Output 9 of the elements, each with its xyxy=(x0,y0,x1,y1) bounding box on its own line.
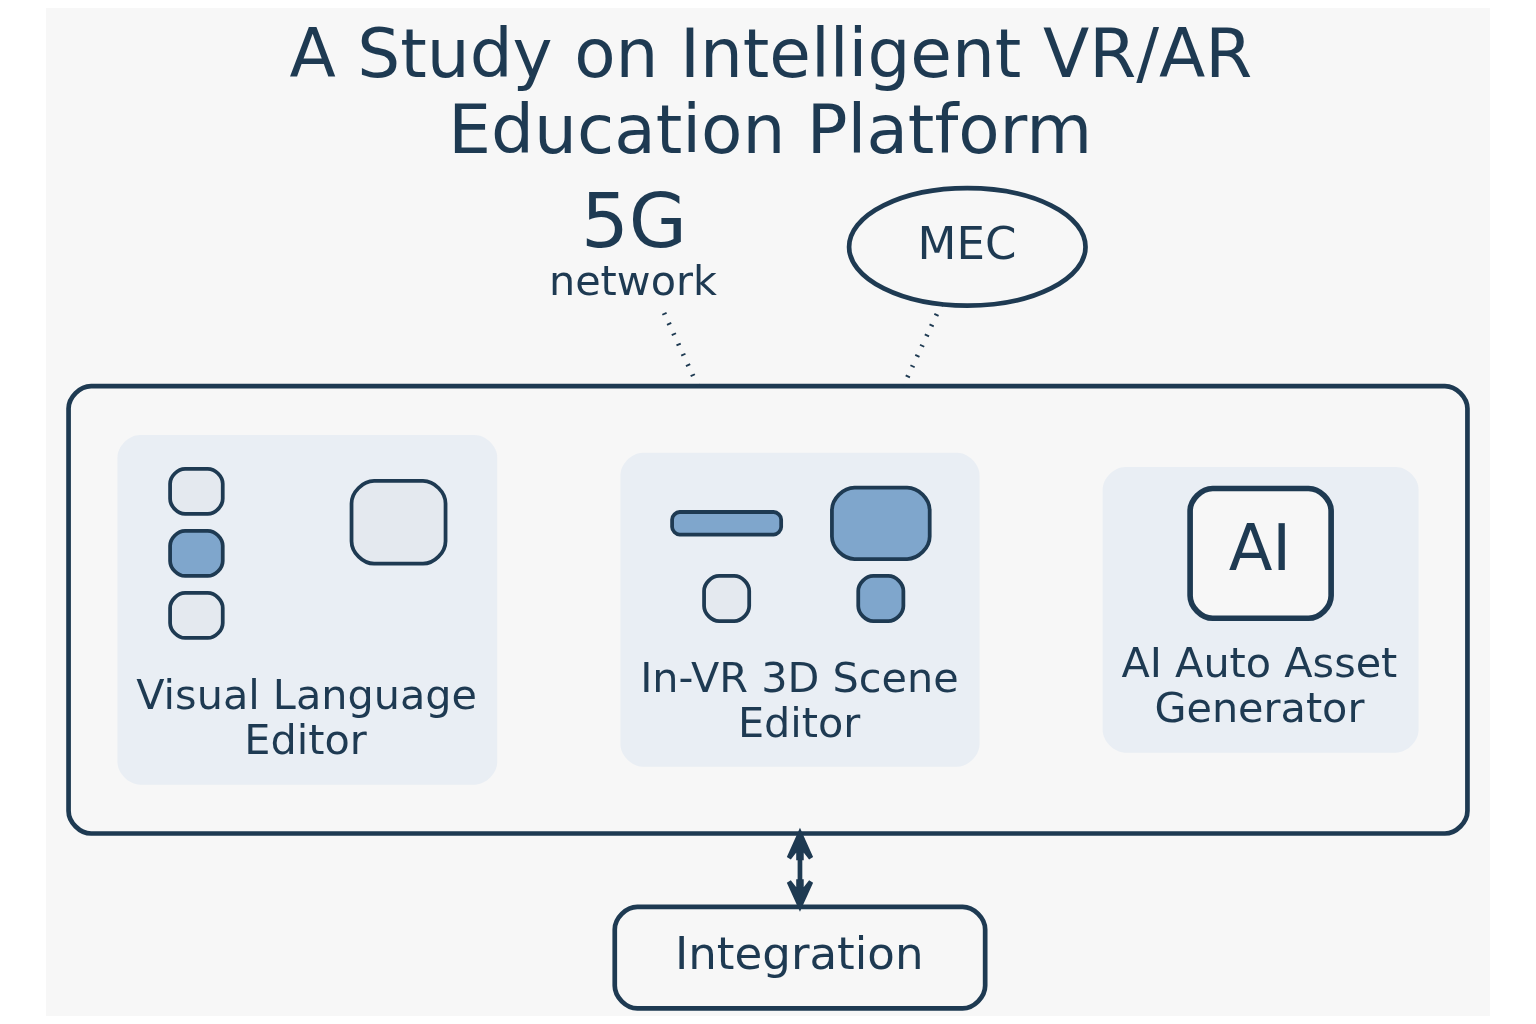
node-box: Visual Language Editor xyxy=(117,434,498,785)
node-box: In-VR 3D Scene Editor xyxy=(620,452,980,767)
diagram-title: A Study on Intelligent VR/AR Education Platform xyxy=(289,14,1253,169)
node-box: AI AI Auto Asset Generator xyxy=(1102,466,1419,753)
cluster xyxy=(66,383,1470,836)
node-ellipse: MEC xyxy=(846,185,1088,308)
node-box: Integration xyxy=(612,904,988,1011)
node-text: 5G network xyxy=(548,176,717,306)
connector xyxy=(661,312,700,387)
